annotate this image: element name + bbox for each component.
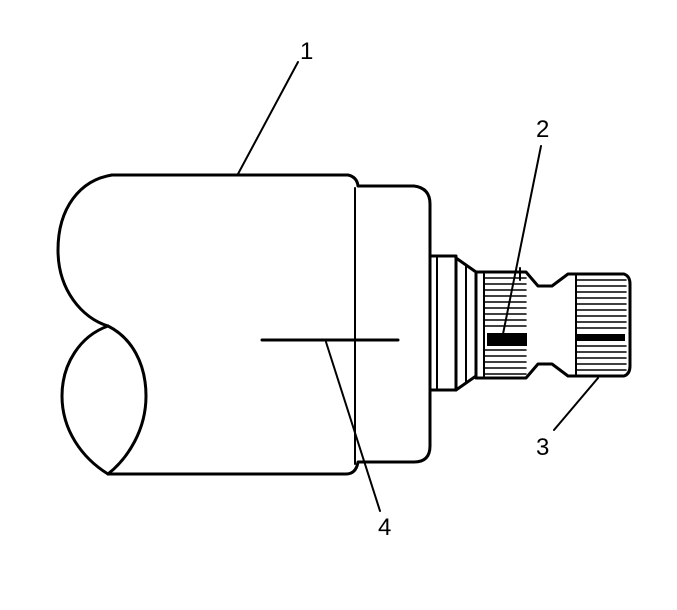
leader-line-3 — [553, 377, 599, 431]
spline-mark-inner — [487, 333, 527, 346]
leader-line-4 — [325, 341, 381, 512]
spline-section-outer — [575, 275, 627, 375]
main-housing — [56, 173, 432, 476]
broken-end-inner — [106, 324, 148, 476]
main-housing-outline — [106, 173, 432, 476]
broken-end-upper — [56, 173, 114, 328]
callout-3: 3 — [536, 434, 550, 461]
callout-2: 2 — [536, 116, 550, 143]
leader-line-2 — [502, 145, 542, 335]
splined-shaft — [428, 254, 632, 392]
leader-line-1 — [237, 61, 299, 175]
spline-mark-outer — [577, 334, 625, 341]
callout-1: 1 — [300, 38, 314, 65]
callout-4: 4 — [378, 514, 392, 541]
shaft-collar — [428, 254, 458, 392]
spline-section-inner — [483, 267, 527, 377]
shaft-body — [474, 270, 632, 380]
broken-end-lower — [60, 324, 110, 476]
